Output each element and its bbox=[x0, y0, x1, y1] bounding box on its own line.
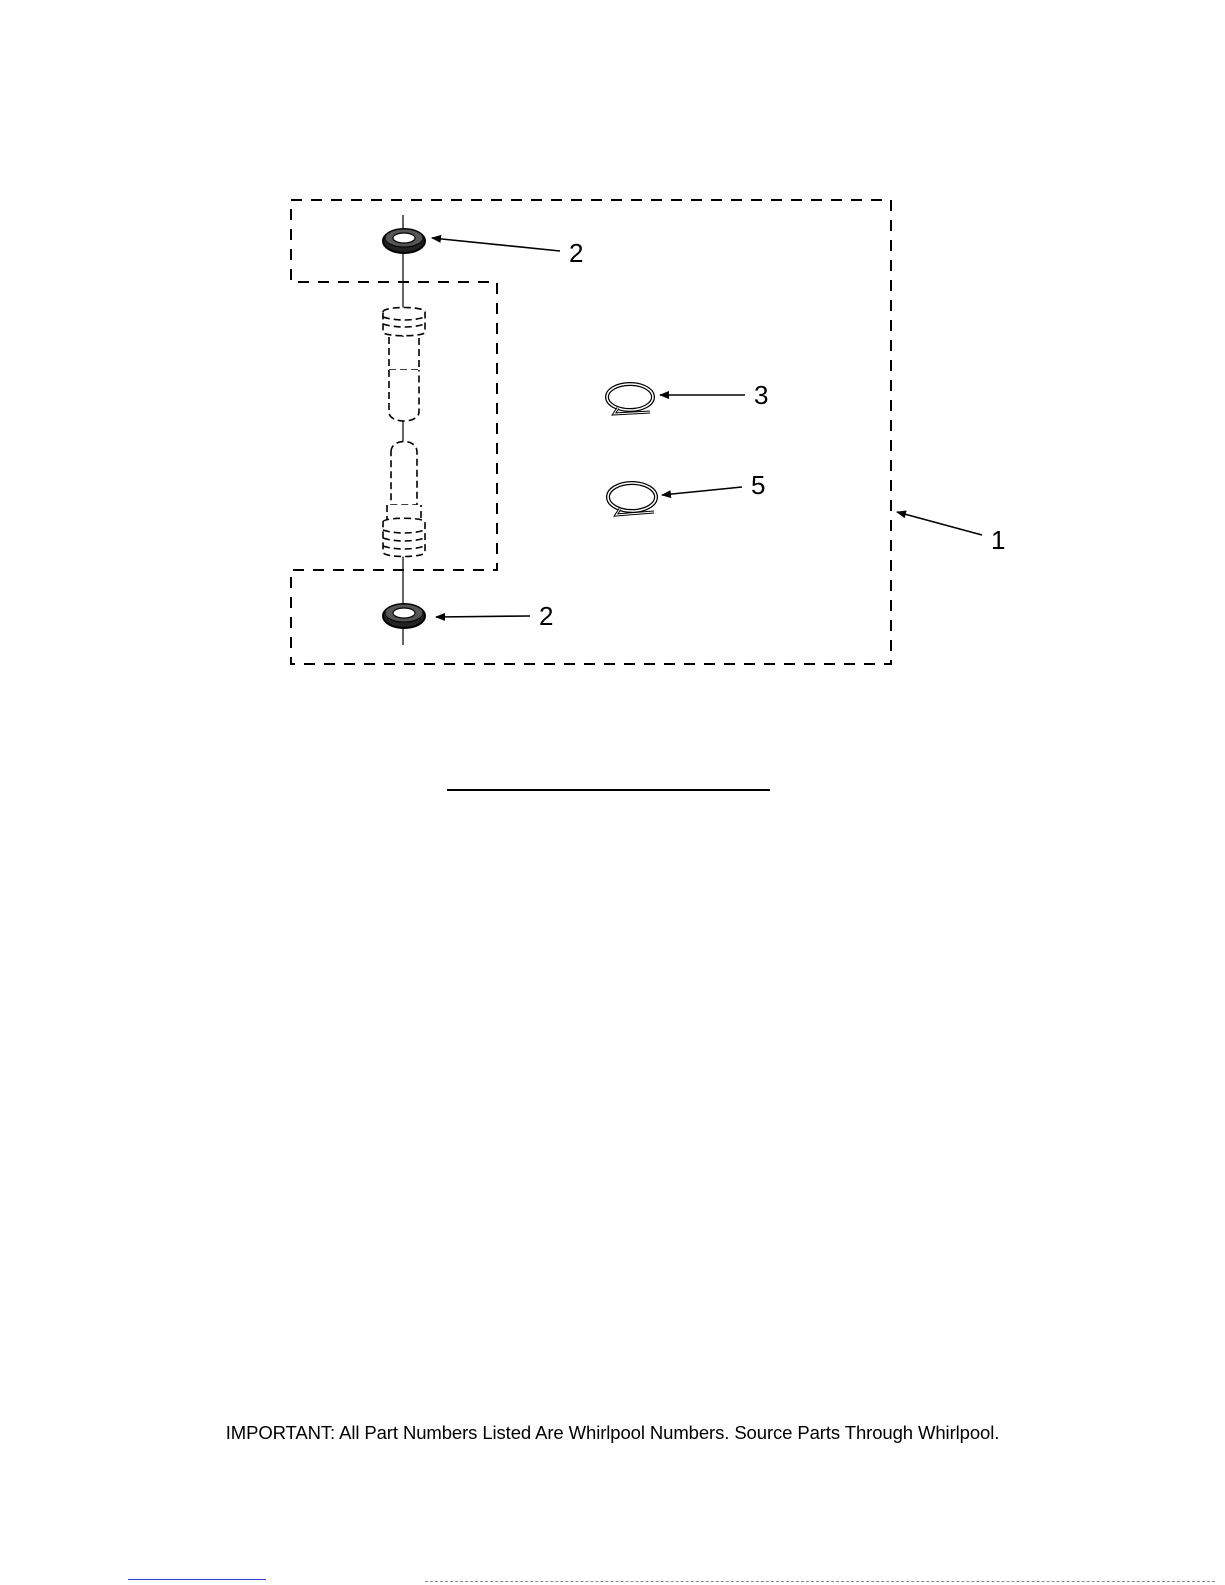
callout-clamp-lower: 5 bbox=[751, 470, 765, 500]
callout-washer-bottom: 2 bbox=[539, 601, 553, 631]
parts-diagram: 2 3 5 1 2 bbox=[0, 0, 1225, 900]
washer-top-icon bbox=[383, 229, 425, 253]
callout-washer-top: 2 bbox=[569, 238, 583, 268]
footer-important-note: IMPORTANT: All Part Numbers Listed Are W… bbox=[0, 1422, 1225, 1444]
leader-kit-box bbox=[897, 512, 982, 535]
hose-upper-coupling-icon bbox=[383, 308, 425, 422]
hose-lower-coupling-icon bbox=[383, 442, 425, 557]
kit-boundary bbox=[291, 200, 891, 664]
clamp-lower-icon bbox=[608, 483, 656, 515]
bottom-divider bbox=[425, 1581, 1215, 1582]
leader-clamp-lower bbox=[662, 487, 742, 495]
leader-washer-top bbox=[432, 238, 560, 251]
callout-clamp-upper: 3 bbox=[754, 380, 768, 410]
section-rule bbox=[447, 789, 770, 791]
leader-washer-bottom bbox=[436, 616, 530, 617]
clamp-upper-icon bbox=[607, 384, 653, 414]
callout-kit-box: 1 bbox=[991, 525, 1005, 555]
bottom-link-underline bbox=[128, 1579, 266, 1580]
washer-bottom-icon bbox=[383, 604, 425, 628]
